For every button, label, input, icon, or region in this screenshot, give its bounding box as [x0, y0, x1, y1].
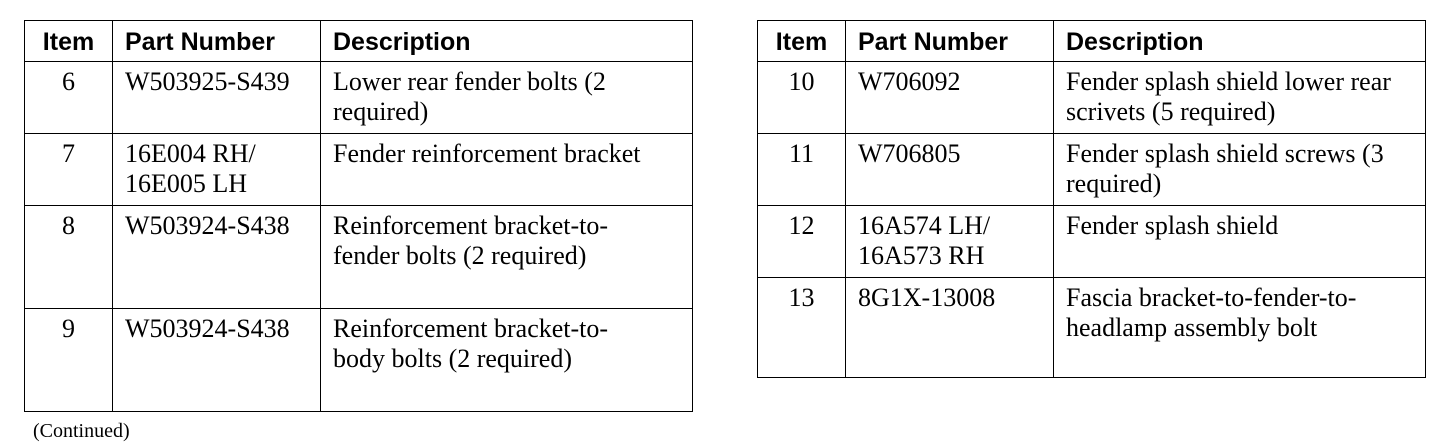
part-number: W503925-S439	[112, 61, 321, 134]
column-header-description: Description	[320, 20, 693, 62]
parts-table-left: Item Part Number Description 6 W503925-S…	[24, 20, 693, 412]
part-number: W706092	[845, 61, 1054, 134]
part-description: Fender splash shield	[1053, 205, 1426, 278]
table-row: 7 16E004 RH/ 16E005 LH Fender reinforcem…	[24, 133, 693, 206]
item-number: 12	[757, 205, 846, 278]
table-row: 8 W503924-S438 Reinforcement bracket-to-…	[24, 205, 693, 309]
part-number: W706805	[845, 133, 1054, 206]
item-number: 10	[757, 61, 846, 134]
table-header-row: Item Part Number Description	[24, 20, 693, 62]
table-row: 13 8G1X-13008 Fascia bracket-to-fender-t…	[757, 277, 1426, 378]
column-header-part-number: Part Number	[845, 20, 1054, 62]
part-description: Fender reinforcement bracket	[320, 133, 693, 206]
column-header-item: Item	[24, 20, 113, 62]
column-header-part-number: Part Number	[112, 20, 321, 62]
table-header-row: Item Part Number Description	[757, 20, 1426, 62]
item-number: 6	[24, 61, 113, 134]
part-description: Fender splash shield screws (3 required)	[1053, 133, 1426, 206]
parts-table-right: Item Part Number Description 10 W706092 …	[757, 20, 1426, 378]
part-number: W503924-S438	[112, 205, 321, 309]
item-number: 7	[24, 133, 113, 206]
part-number: W503924-S438	[112, 308, 321, 412]
part-description: Fascia bracket-to-fender-to-headlamp ass…	[1053, 277, 1426, 378]
part-description: Fender splash shield lower rear scrivets…	[1053, 61, 1426, 134]
column-header-description: Description	[1053, 20, 1426, 62]
item-number: 8	[24, 205, 113, 309]
item-number: 9	[24, 308, 113, 412]
table-row: 10 W706092 Fender splash shield lower re…	[757, 61, 1426, 134]
part-number: 16A574 LH/ 16A573 RH	[845, 205, 1054, 278]
part-description: Reinforcement bracket-to-fender bolts (2…	[320, 205, 693, 309]
part-number: 8G1X-13008	[845, 277, 1054, 378]
table-row: 9 W503924-S438 Reinforcement bracket-to-…	[24, 308, 693, 412]
item-number: 11	[757, 133, 846, 206]
part-description: Reinforcement bracket-to-body bolts (2 r…	[320, 308, 693, 412]
continued-note: (Continued)	[33, 420, 130, 442]
part-number: 16E004 RH/ 16E005 LH	[112, 133, 321, 206]
item-number: 13	[757, 277, 846, 378]
table-row: 6 W503925-S439 Lower rear fender bolts (…	[24, 61, 693, 134]
table-row: 11 W706805 Fender splash shield screws (…	[757, 133, 1426, 206]
column-header-item: Item	[757, 20, 846, 62]
table-row: 12 16A574 LH/ 16A573 RH Fender splash sh…	[757, 205, 1426, 278]
part-description: Lower rear fender bolts (2 required)	[320, 61, 693, 134]
